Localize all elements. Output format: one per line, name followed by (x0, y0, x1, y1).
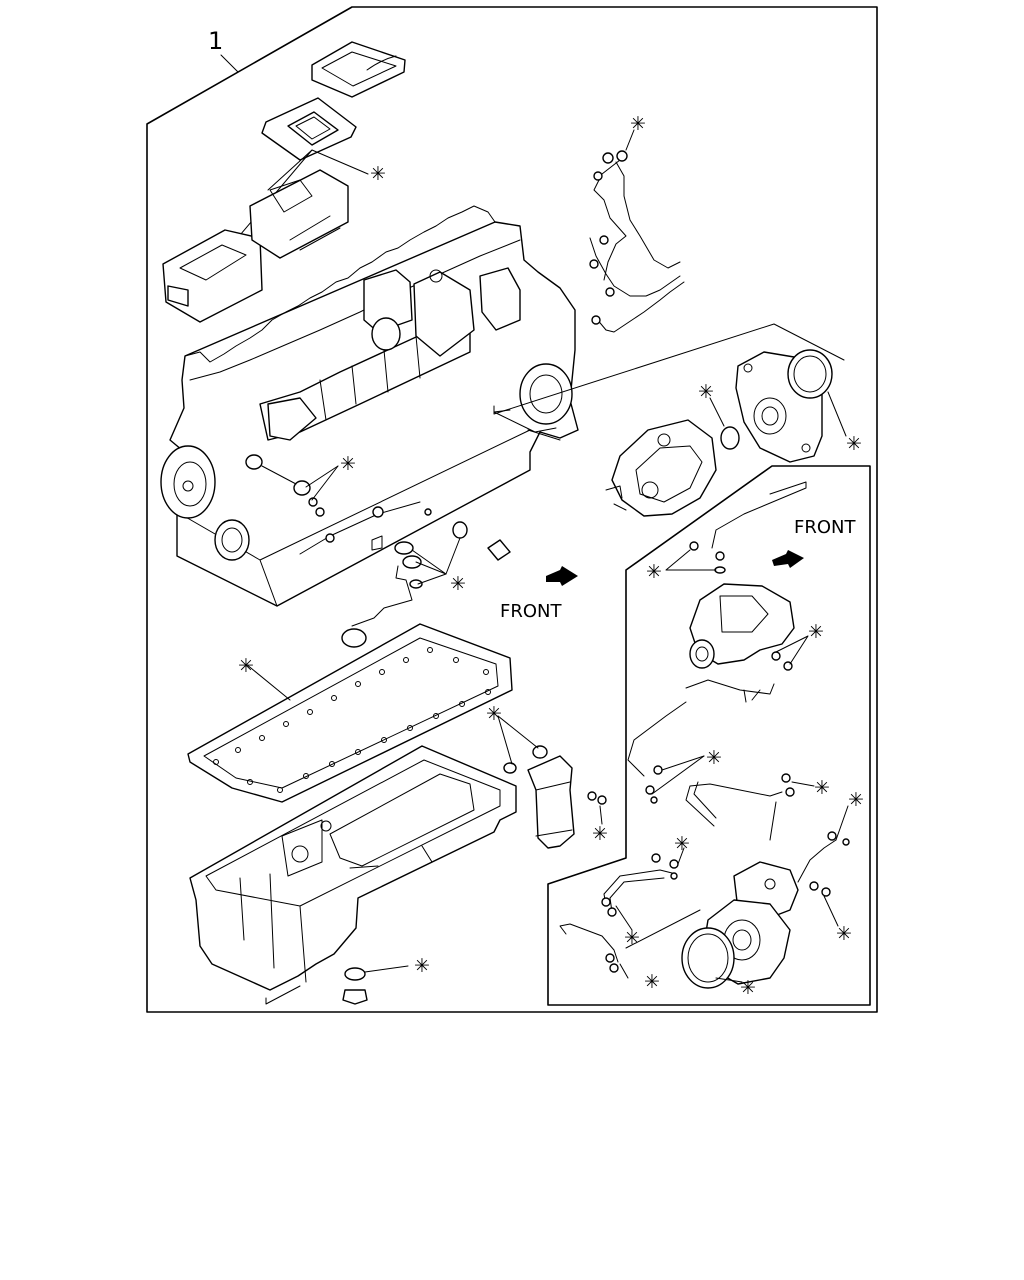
oil-line: ✳ (341, 537, 466, 648)
kit-mark: ✳ (450, 573, 466, 595)
injection-pump (605, 419, 717, 517)
kit-mark: ✳ (630, 113, 646, 135)
supply-pump: ✳ (689, 583, 824, 671)
inset-pipe-top: ✳ (646, 481, 807, 583)
inset-frame (547, 465, 871, 1006)
injection-lines: ✳ (589, 113, 685, 333)
dipstick-line (299, 501, 511, 561)
kit-mark: ✳ (808, 621, 824, 643)
pump-flange: ✳ ✳ (493, 323, 862, 463)
front-arrow-left: FRONT (500, 566, 578, 622)
kit-mark: ✳ (414, 955, 430, 977)
intake-manifold (259, 267, 521, 441)
kit-mark: ✳ (340, 453, 356, 475)
inset-u-tube: ✳ (685, 773, 830, 841)
oring-cluster-left: ✳ (245, 453, 356, 517)
outer-frame (146, 6, 878, 1013)
kit-mark: ✳ (814, 777, 830, 799)
inset-pipe-right: ✳ ✳ (797, 789, 864, 945)
kit-mark: ✳ (836, 923, 852, 945)
kit-mark: ✳ (740, 977, 756, 999)
kit-mark: ✳ (848, 789, 864, 811)
kit-mark: ✳ (486, 703, 502, 725)
front-arrow-right: FRONT (772, 517, 856, 568)
oil-pan-gasket: ✳ (187, 623, 513, 803)
kit-mark: ✳ (644, 971, 660, 993)
kit-mark: ✳ (624, 927, 640, 949)
drain-plug: ✳ (265, 955, 430, 1005)
item-callout: 1 (208, 27, 239, 73)
cover-gasket (261, 97, 357, 161)
front-label-right: FRONT (794, 517, 856, 538)
engine-block (160, 205, 579, 607)
feed-pump: ✳ (681, 861, 799, 999)
oil-pan (189, 745, 517, 991)
kit-mark: ✳ (238, 655, 254, 677)
inset-return-pipe: ✳ (627, 679, 775, 804)
rocker-cover (162, 169, 349, 323)
kit-mark: ✳ (846, 433, 862, 455)
front-label-left: FRONT (500, 601, 562, 622)
kit-mark: ✳ (370, 163, 386, 185)
kit-mark: ✳ (646, 561, 662, 583)
kit-mark: ✳ (674, 833, 690, 855)
kit-mark: ✳ (592, 823, 608, 845)
oil-filter: ✳ ✳ (486, 703, 608, 849)
kit-mark: ✳ (698, 381, 714, 403)
cover-plate (311, 41, 406, 98)
inset-pipe-left: ✳ ✳ ✳ (559, 833, 701, 993)
item-number: 1 (208, 27, 223, 55)
kit-mark: ✳ (706, 747, 722, 769)
